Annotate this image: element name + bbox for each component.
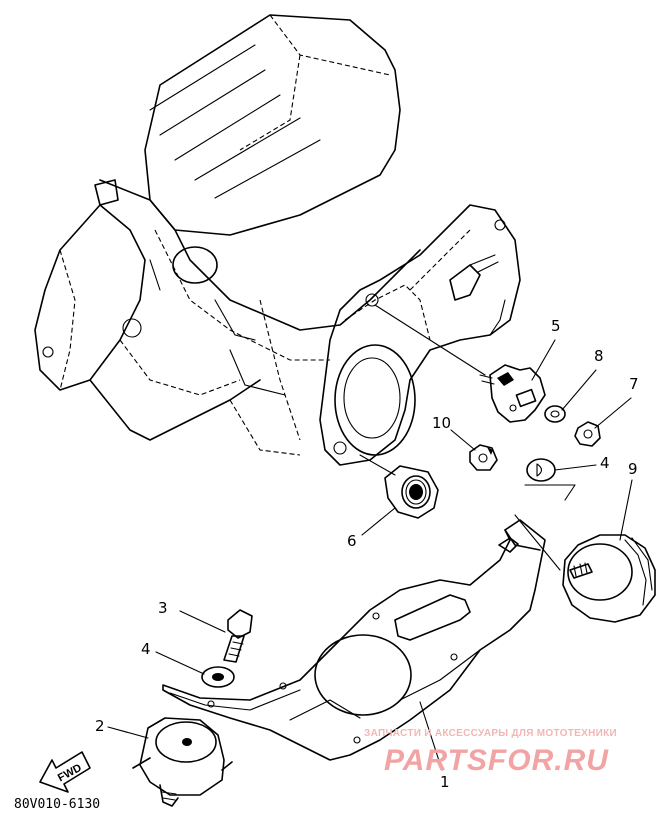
part-3-bolt	[223, 609, 253, 663]
callout-10: 10	[432, 414, 451, 432]
part-6-damper	[384, 465, 439, 519]
callout-labels: 5 8 7 10 4 9 6 3 4 2 1	[95, 317, 639, 791]
assembly-leader-lines	[359, 304, 576, 571]
callout-7: 7	[629, 375, 639, 393]
drawing-code: 80V010-6130	[14, 797, 100, 812]
watermark: ЗАПЧАСТИ И АКСЕССУАРЫ ДЛЯ МОТОТЕХНИКИ PA…	[364, 728, 617, 777]
part-4-washer-lower	[201, 666, 235, 688]
part-5-bracket	[479, 364, 546, 423]
part-10-flange-nut	[469, 444, 498, 471]
callout-1: 1	[440, 773, 450, 791]
part-9-engine-mount	[562, 534, 656, 623]
part-1-main-bracket	[162, 519, 546, 761]
callout-4-lower: 4	[141, 640, 151, 658]
callout-8: 8	[594, 347, 604, 365]
engine-block-outline	[34, 14, 521, 466]
callout-3: 3	[158, 599, 168, 617]
part-7-nut	[574, 421, 601, 447]
watermark-tagline: ЗАПЧАСТИ И АКСЕССУАРЫ ДЛЯ МОТОТЕХНИКИ	[364, 728, 617, 739]
callout-leaders	[107, 339, 633, 771]
callout-4-upper: 4	[600, 454, 610, 472]
callout-6: 6	[347, 532, 357, 550]
part-2-rubber-mount	[132, 717, 233, 807]
callout-9: 9	[628, 460, 638, 478]
part-4-washer-upper	[526, 458, 556, 482]
forward-direction-arrow: FWD	[39, 751, 91, 793]
callout-2: 2	[95, 717, 105, 735]
watermark-brand: PARTSFOR.RU	[384, 744, 609, 777]
part-8-washer	[544, 405, 566, 423]
callout-5: 5	[551, 317, 561, 335]
